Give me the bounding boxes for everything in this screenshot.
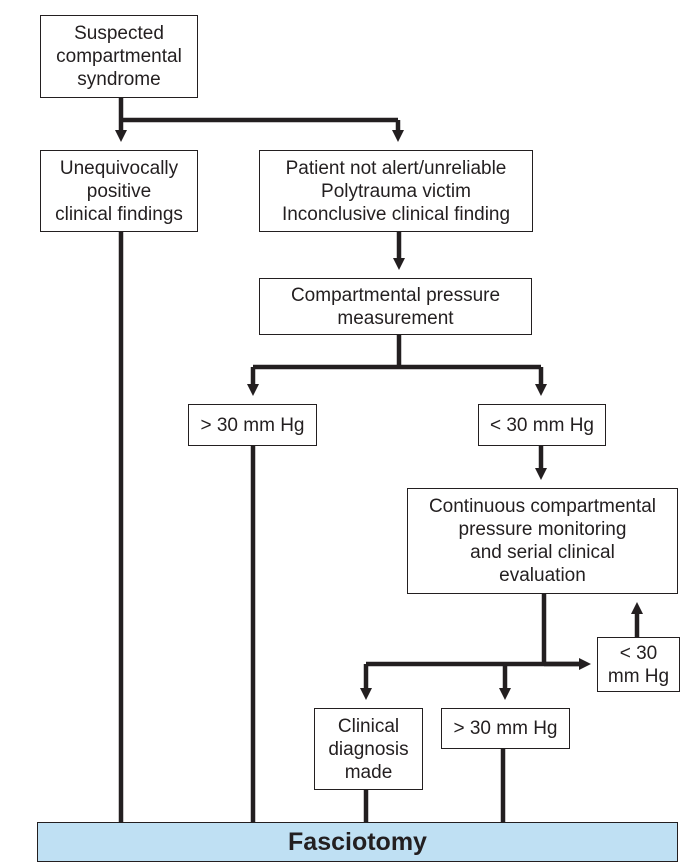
clinical-dx-line-2: diagnosis	[328, 738, 409, 760]
suspected-line-1: Suspected	[74, 23, 164, 44]
clinical-diagnosis-box: Clinical diagnosis made	[314, 708, 423, 790]
lt30-lower-line-1: < 30	[619, 642, 658, 664]
fasciotomy-box: Fasciotomy	[37, 822, 678, 862]
fasciotomy-label: Fasciotomy	[288, 827, 427, 856]
monitoring-line-4: evaluation	[499, 565, 586, 586]
positive-line-3: clinical findings	[55, 203, 183, 225]
unreliable-line-1: Patient not alert/unreliable	[285, 157, 507, 179]
lt30-mmhg-box-upper: < 30 mm Hg	[478, 404, 606, 446]
gt30-lower-label: > 30 mm Hg	[453, 718, 558, 739]
continuous-monitoring-box: Continuous compartmental pressure monito…	[407, 488, 678, 594]
lt30-lower-line-2: mm Hg	[607, 665, 670, 687]
monitoring-line-1: Continuous compartmental	[428, 496, 657, 517]
clinical-dx-line-3: made	[344, 761, 393, 783]
positive-findings-box: Unequivocally positive clinical findings	[40, 150, 198, 232]
measurement-line-1: Compartmental pressure	[290, 284, 501, 306]
unreliable-patient-box: Patient not alert/unreliable Polytrauma …	[259, 150, 533, 232]
gt30-mmhg-box-lower: > 30 mm Hg	[441, 708, 570, 749]
gt30-upper-label: > 30 mm Hg	[200, 414, 305, 436]
suspected-line-3: syndrome	[77, 69, 161, 90]
lt30-mmhg-box-lower: < 30 mm Hg	[597, 637, 680, 692]
monitoring-line-2: pressure monitoring	[458, 519, 627, 540]
positive-line-1: Unequivocally	[59, 157, 179, 179]
suspected-syndrome-box: Suspected compartmental syndrome	[40, 15, 198, 98]
positive-line-2: positive	[86, 180, 152, 202]
unreliable-line-3: Inconclusive clinical finding	[281, 203, 511, 225]
lt30-upper-label: < 30 mm Hg	[489, 414, 594, 436]
clinical-dx-line-1: Clinical	[337, 715, 400, 737]
monitoring-line-3: and serial clinical	[470, 542, 615, 563]
measurement-line-2: measurement	[337, 307, 454, 329]
suspected-line-2: compartmental	[56, 46, 182, 67]
gt30-mmhg-box-upper: > 30 mm Hg	[188, 404, 317, 446]
pressure-measurement-box: Compartmental pressure measurement	[259, 278, 532, 335]
unreliable-line-2: Polytrauma victim	[321, 180, 471, 202]
